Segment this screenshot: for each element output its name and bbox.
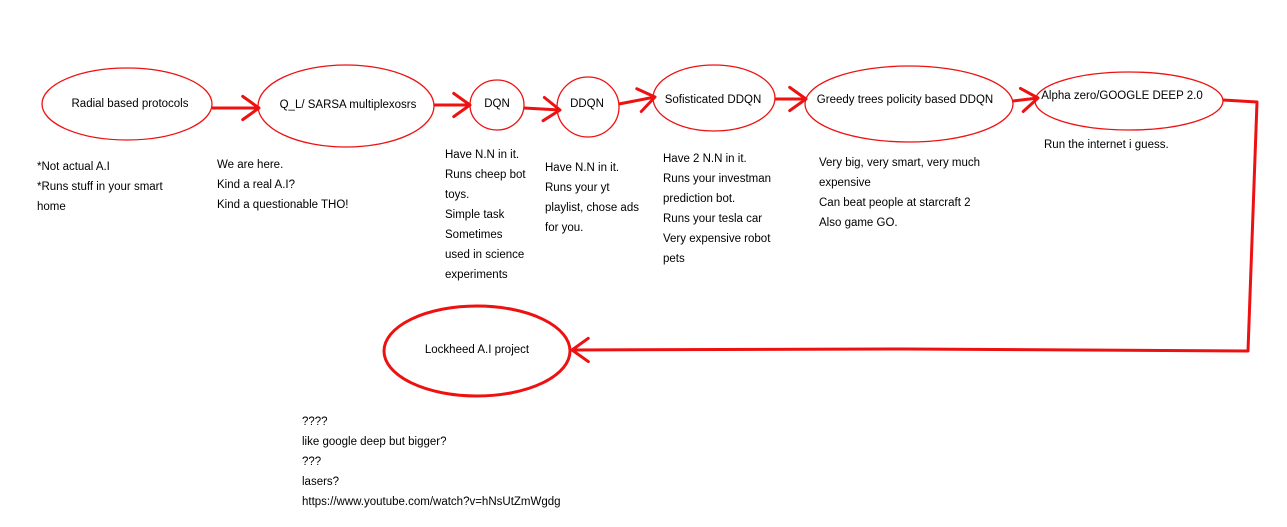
node-ellipses: [41, 64, 1224, 398]
note-line: like google deep but bigger?: [302, 436, 447, 448]
note-line: We are here.: [217, 159, 284, 171]
note-ddqn: Have N.N in it. Runs your yt playlist, cho…: [545, 158, 655, 238]
note-line: Runs your investman: [663, 173, 772, 185]
note-line: pets: [663, 253, 685, 265]
note-sophisticated-ddqn: Have 2 N.N in it. Runs your investman pred…: [663, 149, 803, 269]
note-line: Very big, very smart, very much: [819, 157, 981, 169]
arrowhead: [241, 94, 261, 122]
node-label-alpha-zero: Alpha zero/GOOGLE DEEP 2.0: [1041, 90, 1203, 102]
node-label-greedy-trees: Greedy trees policity based DDQN: [816, 94, 994, 106]
note-lockheed: ???? like google deep but bigger???? laser…: [302, 412, 622, 512]
connector-line: [571, 98, 1259, 353]
node-label-dqn: DQN: [484, 98, 510, 110]
arrowhead: [570, 336, 590, 364]
note-line: Kind a questionable THO!: [217, 199, 349, 211]
node-ellipse-lockheed: [382, 304, 572, 398]
node-label-ql-sarsa: Q_L/ SARSA multiplexosrs: [279, 99, 417, 111]
note-line: Simple task: [445, 209, 505, 221]
note-line: ????: [302, 416, 328, 428]
connector-line: [523, 106, 561, 112]
note-line: Sometimes: [445, 229, 503, 241]
note-line: Runs your tesla car: [663, 213, 763, 225]
node-label-lockheed: Lockheed A.I project: [424, 344, 530, 356]
connector-line: [1012, 96, 1039, 103]
note-line: ???: [302, 456, 322, 468]
note-line: Have 2 N.N in it.: [663, 153, 747, 165]
connector-line: [618, 95, 656, 106]
note-line: https://www.youtube.com/watch?v=hNsUtZmW…: [302, 496, 561, 508]
node-ellipse-ddqn: [556, 76, 620, 138]
note-line: used in science: [445, 249, 525, 261]
note-line: Kind a real A.I?: [217, 179, 295, 191]
note-line: Have N.N in it.: [545, 162, 620, 174]
note-line: Can beat people at starcraft 2: [819, 197, 971, 209]
note-greedy-trees: Very big, very smart, very much expensive…: [819, 153, 1019, 233]
note-line: playlist, chose ads: [545, 202, 639, 214]
note-line: for you.: [545, 222, 584, 234]
arrowhead: [635, 87, 657, 114]
arrowhead: [541, 95, 562, 123]
note-radial: *Not actual A.I *Runs stuff in your smart…: [37, 157, 217, 217]
note-line: lasers?: [302, 476, 340, 488]
node-ellipse-radial: [41, 67, 213, 141]
note-line: *Runs stuff in your smart: [37, 181, 163, 193]
node-label-radial: Radial based protocols: [71, 98, 189, 110]
note-line: expensive: [819, 177, 871, 189]
node-label-sophisticated-ddqn: Sofisticated DDQN: [664, 94, 762, 106]
note-line: prediction bot.: [663, 193, 736, 205]
note-line: Very expensive robot: [663, 233, 771, 245]
note-line: *Not actual A.I: [37, 161, 110, 173]
note-line: Run the internet i guess.: [1044, 139, 1169, 151]
arrowhead: [1018, 86, 1040, 113]
node-ellipse-alpha-zero: [1034, 71, 1224, 131]
note-line: toys.: [445, 189, 470, 201]
node-ellipse-greedy-trees: [804, 65, 1014, 143]
note-alpha-zero: Run the internet i guess.: [1044, 135, 1244, 155]
note-line: Also game GO.: [819, 217, 898, 229]
note-dqn: Have N.N in it. Runs cheep bot toys. Simple…: [445, 145, 545, 285]
note-line: home: [37, 201, 66, 213]
node-ellipse-ql-sarsa: [257, 64, 435, 148]
node-ellipse-sophisticated-ddqn: [652, 64, 776, 132]
note-line: Runs your yt: [545, 182, 610, 194]
note-line: Have N.N in it.: [445, 149, 520, 161]
node-ellipse-dqn: [469, 79, 525, 131]
note-ql-sarsa: We are here. Kind a real A.I? Kind a quest…: [217, 155, 397, 215]
node-label-ddqn: DDQN: [570, 98, 604, 110]
note-line: Runs cheep bot: [445, 169, 526, 181]
connector-arrows: [212, 85, 1259, 364]
note-line: experiments: [445, 269, 508, 281]
